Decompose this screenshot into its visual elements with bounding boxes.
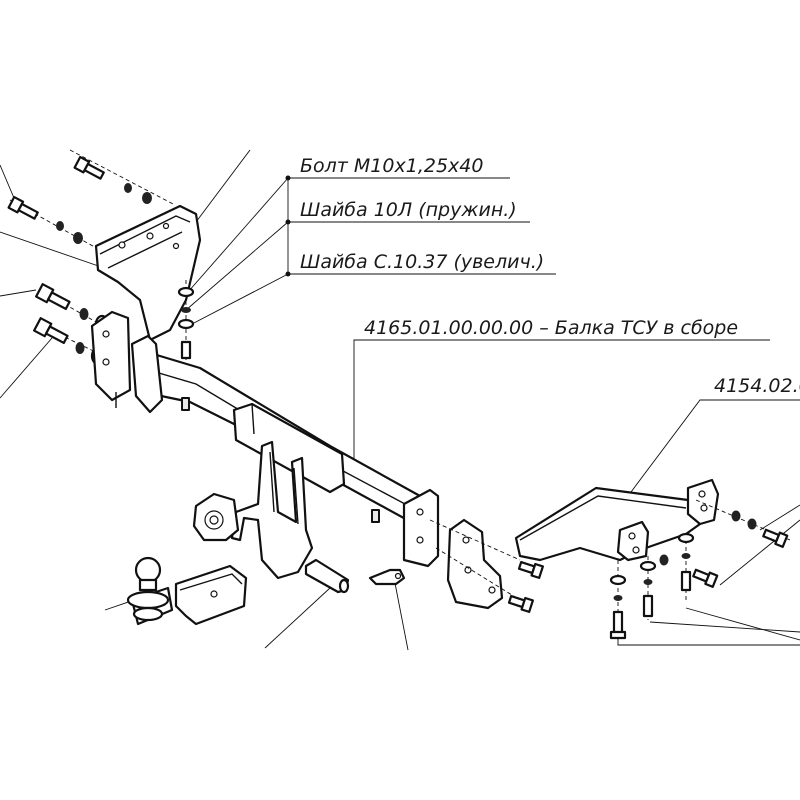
spring-clip: [368, 568, 406, 586]
label-bolt: Болт М10х1,25х40: [300, 155, 483, 177]
callout-bolt: Болт М10х1,25х40: [288, 155, 510, 179]
tow-ball-mount: [126, 556, 248, 626]
label-big-washer: Шайба С.10.37 (увелич.): [300, 251, 544, 273]
right-vertical-fasteners: [609, 532, 719, 640]
callout-spring-washer: Шайба 10Л (пружин.): [288, 199, 530, 223]
label-spring-washer: Шайба 10Л (пружин.): [300, 199, 517, 221]
label-bracket-part: 4154.02.0: [714, 375, 800, 397]
left-vertical-fasteners: [177, 280, 195, 360]
receiver-assembly: [192, 440, 314, 580]
right-side-plate: [429, 518, 544, 613]
callout-beam-assembly: 4165.01.00.00.00 – Балка ТСУ в сборе: [353, 317, 770, 470]
left-mounting-bracket: [90, 204, 202, 408]
right-mounting-bracket: [514, 478, 791, 562]
main-beam: [130, 334, 440, 568]
locking-pin: [304, 558, 350, 594]
callout-bracket-part: 4154.02.0: [609, 375, 800, 521]
label-beam-assembly: 4165.01.00.00.00 – Балка ТСУ в сборе: [364, 317, 738, 339]
callout-big-washer: Шайба С.10.37 (увелич.): [288, 251, 556, 275]
